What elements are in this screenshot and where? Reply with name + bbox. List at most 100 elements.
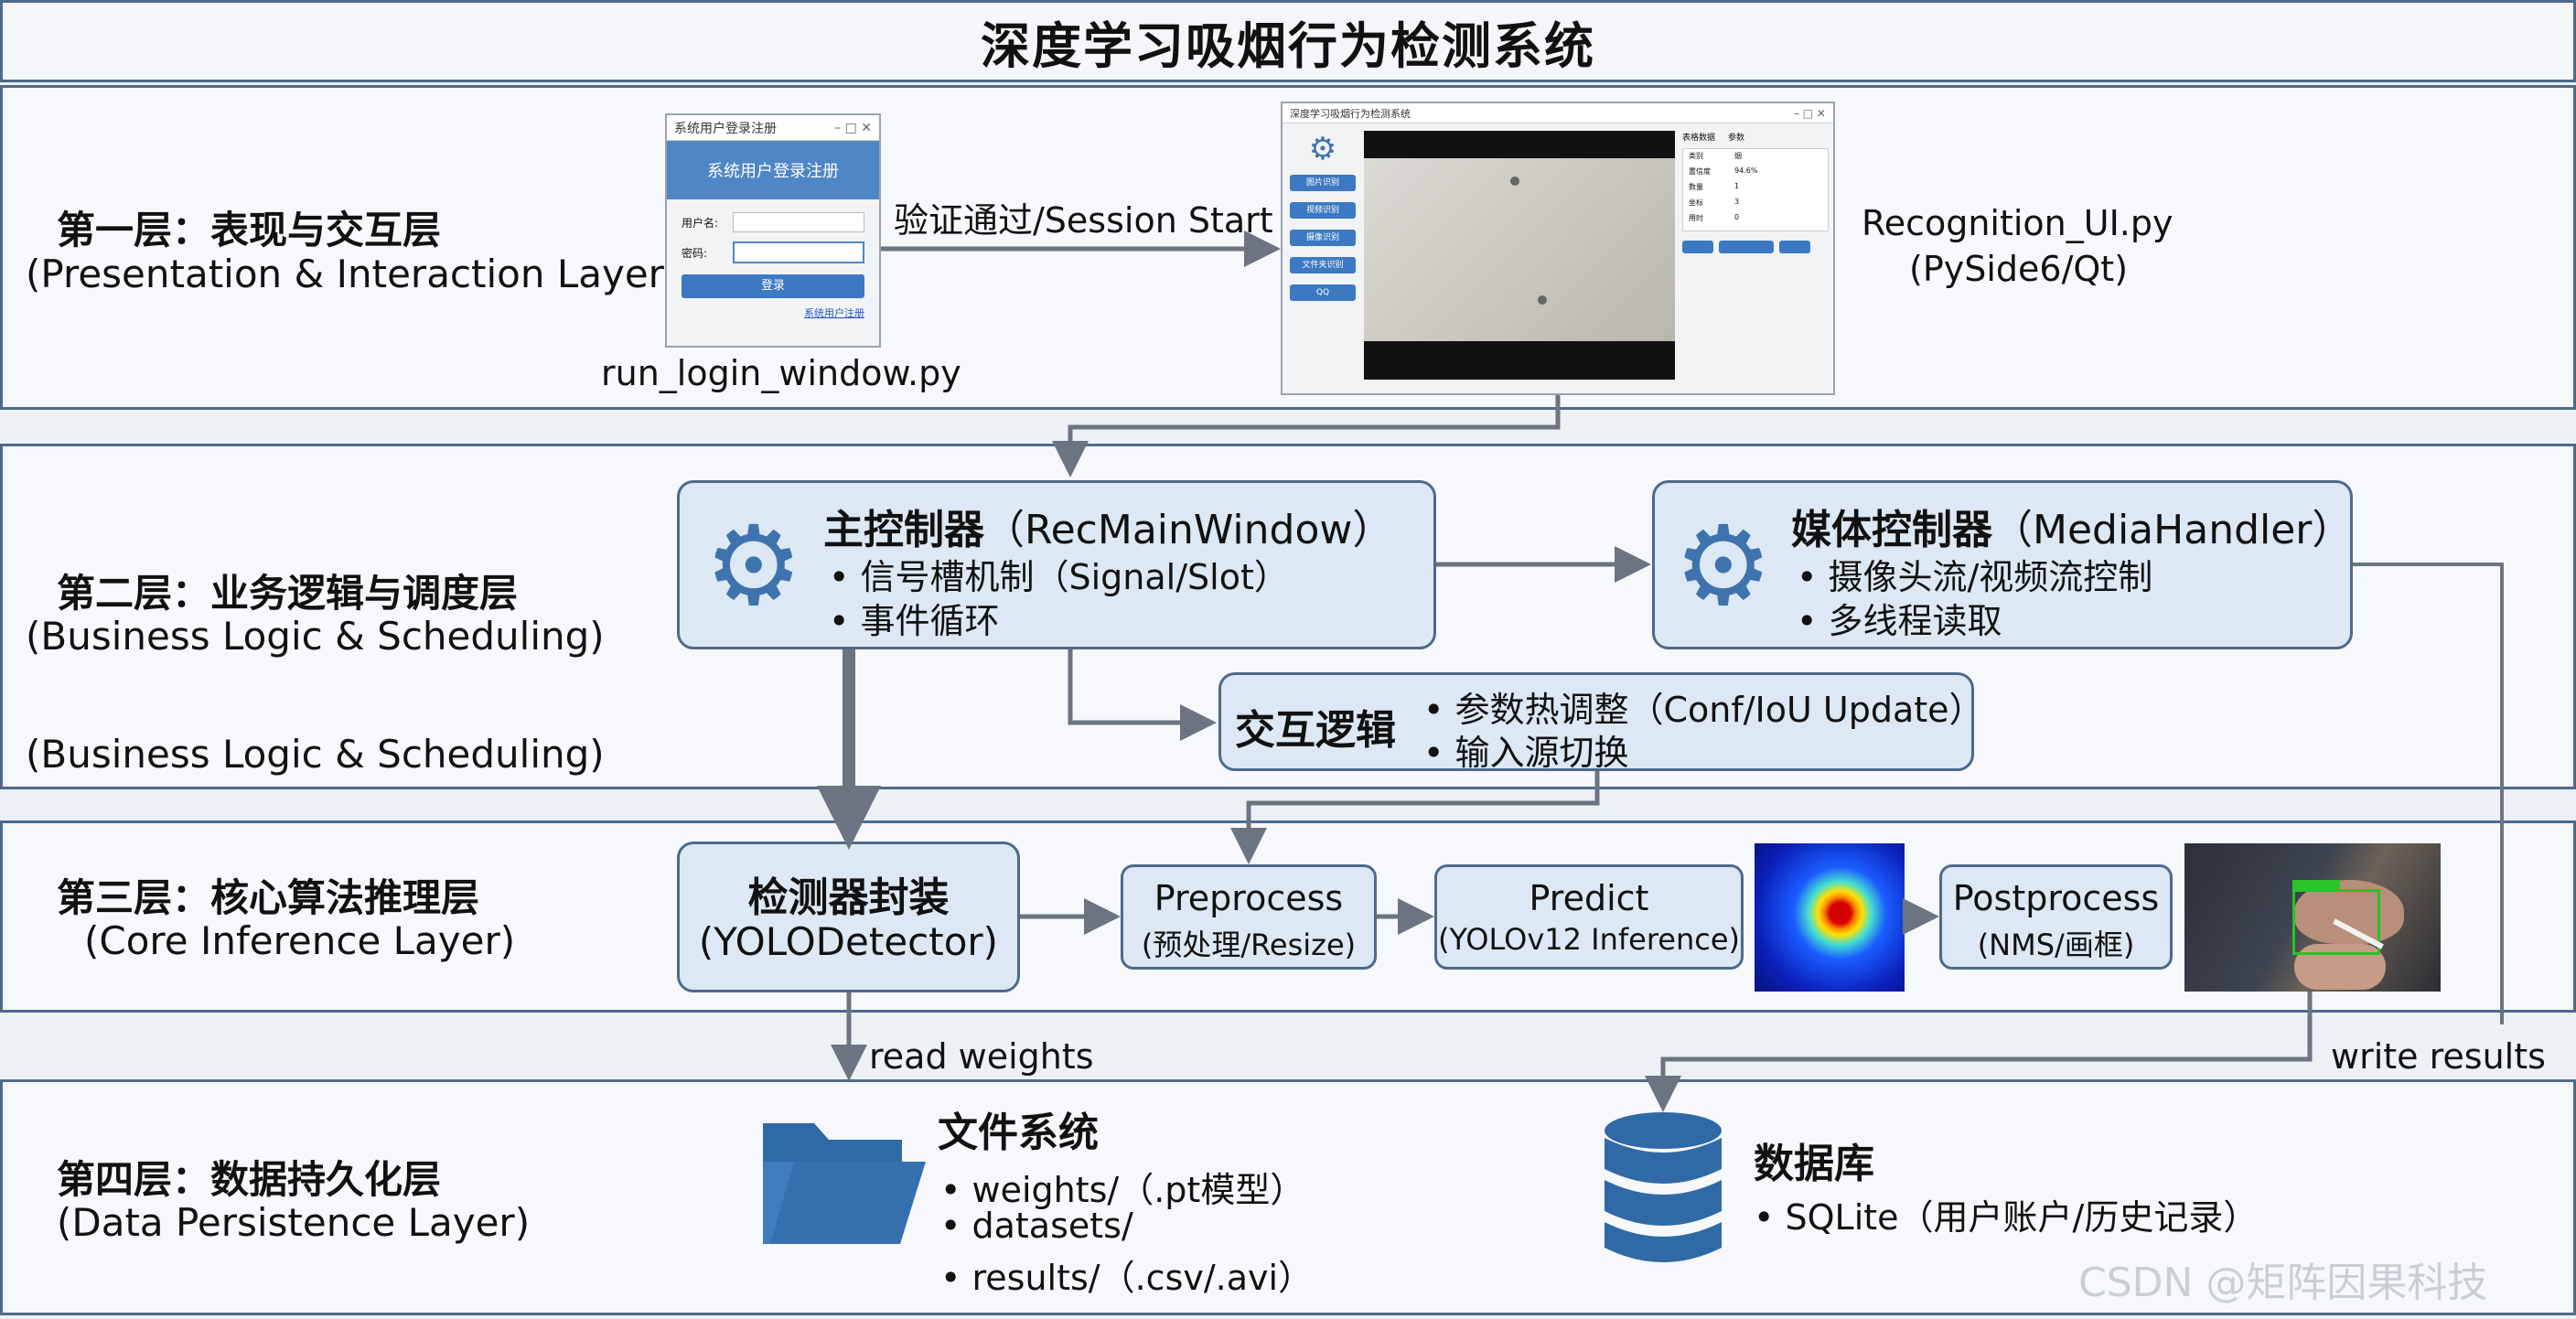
predict-sub: (YOLOv12 Inference)	[1437, 922, 1741, 957]
side-button-camera[interactable]: 摄像识别	[1290, 230, 1356, 246]
database-icon	[1605, 1112, 1722, 1262]
layer-1-en: (Presentation & Interaction Layer)	[26, 252, 680, 296]
register-link[interactable]: 系统用户注册	[804, 307, 864, 319]
side-button-folder[interactable]: 文件夹识别	[1290, 257, 1356, 273]
preprocess-title: Preprocess	[1154, 878, 1344, 918]
username-input[interactable]	[733, 212, 864, 232]
prev-button[interactable]	[1682, 241, 1713, 253]
login-header-text: 系统用户登录注册	[707, 162, 839, 181]
result-table: 类别 烟 置信度 94.6% 数量 1 坐标 3 用时 0	[1682, 148, 1829, 231]
postprocess-box	[1939, 864, 2173, 970]
detector-title: 检测器封装	[747, 874, 950, 921]
page-title: 深度学习吸烟行为检测系统	[981, 16, 1595, 75]
side-panel: ⚙ 图片识别 视频识别 摄像识别 文件夹识别 QQ	[1290, 131, 1356, 301]
login-header: 系统用户登录注册	[667, 141, 879, 199]
login-window-titlebar: 系统用户登录注册 – □ ✕	[667, 115, 879, 141]
detector-sub: (YOLODetector)	[698, 919, 999, 964]
result-value: 烟	[1734, 152, 1742, 160]
recognition-window-titlebar: 深度学习吸烟行为检测系统 – □ ✕	[1283, 103, 1833, 123]
result-key: 坐标	[1689, 198, 1703, 207]
ceiling-dot	[1510, 177, 1519, 186]
interaction-bullet: 参数热调整（Conf/IoU Update）	[1423, 681, 1984, 732]
password-input[interactable]	[733, 241, 864, 263]
fs-title: 文件系统	[938, 1110, 1099, 1156]
session-arrow-label: 验证通过/Session Start	[894, 200, 1273, 241]
recognition-window-title: 深度学习吸烟行为检测系统	[1290, 107, 1411, 120]
layer-1-name: 第一层：表现与交互层	[57, 208, 442, 252]
next-button[interactable]	[1779, 241, 1810, 253]
gear-icon: ⚙	[704, 503, 803, 630]
detection-result-image	[2184, 843, 2441, 992]
postprocess-title: Postprocess	[1952, 878, 2160, 918]
pwd-label: 密码:	[682, 246, 708, 260]
user-label: 用户名:	[682, 216, 719, 230]
db-bullet: SQLite（用户账户/历史记录）	[1754, 1189, 2259, 1239]
side-button-qq[interactable]: QQ	[1290, 284, 1356, 301]
camera-view	[1364, 158, 1675, 341]
result-key: 数量	[1689, 183, 1703, 191]
media-controller-title: 媒体控制器（MediaHandler）	[1791, 497, 2352, 555]
preprocess-box	[1121, 864, 1377, 970]
media-controller-bullet: 摄像头流/视频流控制	[1797, 549, 2153, 599]
folder-icon	[763, 1123, 926, 1244]
result-value: 94.6%	[1734, 166, 1758, 175]
side-button-video[interactable]: 视频识别	[1290, 202, 1356, 219]
media-controller-title-cn: 媒体控制器	[1791, 507, 1992, 553]
video-frame	[1364, 131, 1675, 380]
side-button-image[interactable]: 图片识别	[1290, 175, 1356, 191]
write-results-label: write results	[2331, 1036, 2546, 1077]
login-button[interactable]: 登录	[682, 274, 864, 298]
result-key: 类别	[1689, 152, 1703, 160]
preprocess-sub: (预处理/Resize)	[1141, 928, 1357, 962]
main-controller-title: 主控制器（RecMainWindow）	[823, 497, 1392, 555]
main-controller-title-cn: 主控制器	[823, 507, 984, 553]
ui-file-label: Recognition_UI.py	[1862, 203, 2174, 243]
ui-framework-label: (PySide6/Qt)	[1909, 249, 2129, 289]
heatmap-image	[1755, 843, 1905, 992]
tab-table[interactable]: 表格数据	[1682, 134, 1716, 143]
login-window: 系统用户登录注册 – □ ✕ 系统用户登录注册 用户名: 密码: 登录 系统用户…	[665, 113, 881, 348]
interaction-bullet: 输入源切换	[1423, 724, 1629, 775]
main-controller-bullet: 事件循环	[829, 593, 1000, 643]
tab-params[interactable]: 参数	[1728, 134, 1745, 143]
media-controller-bullet: 多线程读取	[1797, 593, 2002, 643]
gear-icon: ⚙	[1674, 503, 1773, 630]
fs-bullet: weights/（.pt模型）	[940, 1162, 1305, 1212]
layer-2-en-repeat: (Business Logic & Scheduling)	[26, 732, 605, 777]
result-key: 用时	[1689, 214, 1703, 222]
login-window-title: 系统用户登录注册	[674, 121, 777, 136]
detection-label-tag	[2292, 880, 2340, 889]
layer-4-name: 第四层：数据持久化层	[57, 1157, 442, 1202]
postprocess-sub: (NMS/画框)	[1977, 928, 2135, 962]
interaction-logic-title: 交互逻辑	[1235, 707, 1396, 754]
window-controls-icon: – □ ✕	[834, 120, 872, 135]
login-file-label: run_login_window.py	[601, 353, 961, 393]
watermark: CSDN @矩阵因果科技	[2078, 1260, 2488, 1306]
result-value: 1	[1734, 182, 1740, 190]
db-title: 数据库	[1754, 1141, 1874, 1187]
fs-bullet: results/（.csv/.avi）	[940, 1249, 1314, 1300]
predict-box	[1434, 864, 1744, 970]
layer-3-en: (Core Inference Layer)	[84, 918, 516, 963]
main-controller-bullet: 信号槽机制（Signal/Slot）	[829, 549, 1289, 599]
result-key: 置信度	[1689, 167, 1711, 176]
layer-4-en: (Data Persistence Layer)	[57, 1200, 531, 1245]
gear-icon: ⚙	[1308, 131, 1337, 167]
ceiling-dot	[1538, 295, 1547, 305]
media-controller-title-en: （MediaHandler）	[1992, 507, 2353, 553]
action-button[interactable]	[1719, 241, 1774, 253]
layer-3-name: 第三层：核心算法推理层	[57, 875, 480, 920]
result-panel: 表格数据 参数 类别 烟 置信度 94.6% 数量 1 坐标 3 用时 0	[1682, 131, 1829, 253]
window-controls-icon: – □ ✕	[1793, 106, 1826, 120]
layer-2-name: 第二层：业务逻辑与调度层	[57, 571, 519, 616]
main-controller-title-en: （RecMainWindow）	[984, 507, 1393, 553]
recognition-window: 深度学习吸烟行为检测系统 – □ ✕ ⚙ 图片识别 视频识别 摄像识别 文件夹识…	[1281, 102, 1835, 395]
layer-2-en: (Business Logic & Scheduling)	[26, 614, 605, 659]
predict-title: Predict	[1529, 878, 1649, 918]
result-value: 0	[1734, 213, 1740, 221]
login-form: 用户名: 密码: 登录 系统用户注册	[667, 199, 879, 333]
result-value: 3	[1734, 198, 1740, 206]
read-weights-label: read weights	[869, 1036, 1094, 1077]
title-bar: 深度学习吸烟行为检测系统	[0, 0, 2576, 82]
fs-bullet: datasets/	[940, 1206, 1133, 1246]
